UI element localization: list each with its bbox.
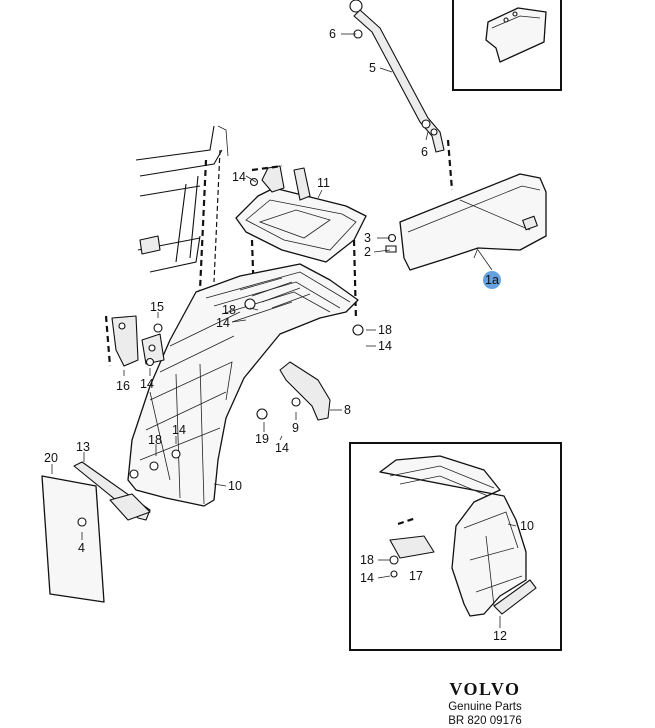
main-mudguard <box>127 263 364 507</box>
callout-1a: 1a <box>485 273 499 287</box>
support-frame-part <box>235 187 367 263</box>
inset-top-right <box>452 0 562 91</box>
inset-bottom-right <box>349 442 562 651</box>
callout-5: 5 <box>369 61 376 75</box>
callout-2: 2 <box>364 245 371 259</box>
callout-labels: 6 5 6 3 2 1a 14 11 18 14 18 14 8 9 19 14… <box>44 27 534 643</box>
highlight-marker <box>483 271 501 289</box>
callout-20: 20 <box>44 451 58 465</box>
callout-14-upper: 14 <box>232 170 246 184</box>
callout-4: 4 <box>78 541 85 555</box>
callout-14-right: 14 <box>378 339 392 353</box>
inset-frame-bottom <box>349 442 562 651</box>
left-bracket <box>104 315 165 367</box>
callout-14-fender: 14 <box>172 423 186 437</box>
callout-18-right: 18 <box>378 323 392 337</box>
callout-6-mid: 6 <box>421 145 428 159</box>
diagram-reference: BR 820 09176 <box>448 715 522 727</box>
callout-14-left: 14 <box>140 377 154 391</box>
callout-6-top: 6 <box>329 27 336 41</box>
brand-tagline: Genuine Parts <box>448 701 522 713</box>
callout-15: 15 <box>150 300 164 314</box>
brand-block: VOLVO Genuine Parts BR 820 09176 <box>425 680 545 728</box>
callout-11: 11 <box>317 176 330 190</box>
callout-8: 8 <box>344 403 351 417</box>
rod-top-mount <box>349 0 363 13</box>
mudguard-bracket-part <box>279 361 331 421</box>
left-bracket-part <box>111 315 139 367</box>
callout-18-center: 18 <box>222 303 236 317</box>
leader-lines <box>51 33 517 628</box>
stay-rod <box>349 0 454 191</box>
callout-10-main: 10 <box>228 479 242 493</box>
bracket-part-inset <box>485 7 547 63</box>
callout-12: 12 <box>493 629 507 643</box>
callout-18-left: 18 <box>148 433 162 447</box>
mudguard-bracket <box>256 361 331 421</box>
side-panel-part <box>399 173 547 271</box>
callout-14-center: 14 <box>216 316 230 330</box>
callout-10-inset: 10 <box>520 519 534 533</box>
callout-18-inset: 18 <box>360 553 374 567</box>
callout-16: 16 <box>116 379 130 393</box>
volvo-logo: VOLVO <box>449 679 521 699</box>
callout-3: 3 <box>364 231 371 245</box>
stay-rod-part <box>353 9 445 153</box>
callout-14-inset: 14 <box>360 571 374 585</box>
mudguard-part <box>127 263 359 507</box>
side-panel <box>385 173 547 271</box>
cab-outline <box>135 125 229 291</box>
callout-19: 19 <box>255 432 269 446</box>
callout-13: 13 <box>76 440 90 454</box>
support-frame <box>235 164 367 321</box>
inset-frame-top <box>452 0 562 91</box>
mudflap-assembly <box>41 449 181 603</box>
mudflap-part <box>41 475 105 603</box>
callout-9: 9 <box>292 421 299 435</box>
callout-17: 17 <box>409 569 423 583</box>
callout-14-lower: 14 <box>275 441 289 455</box>
inset-mudguard-part <box>379 455 527 617</box>
